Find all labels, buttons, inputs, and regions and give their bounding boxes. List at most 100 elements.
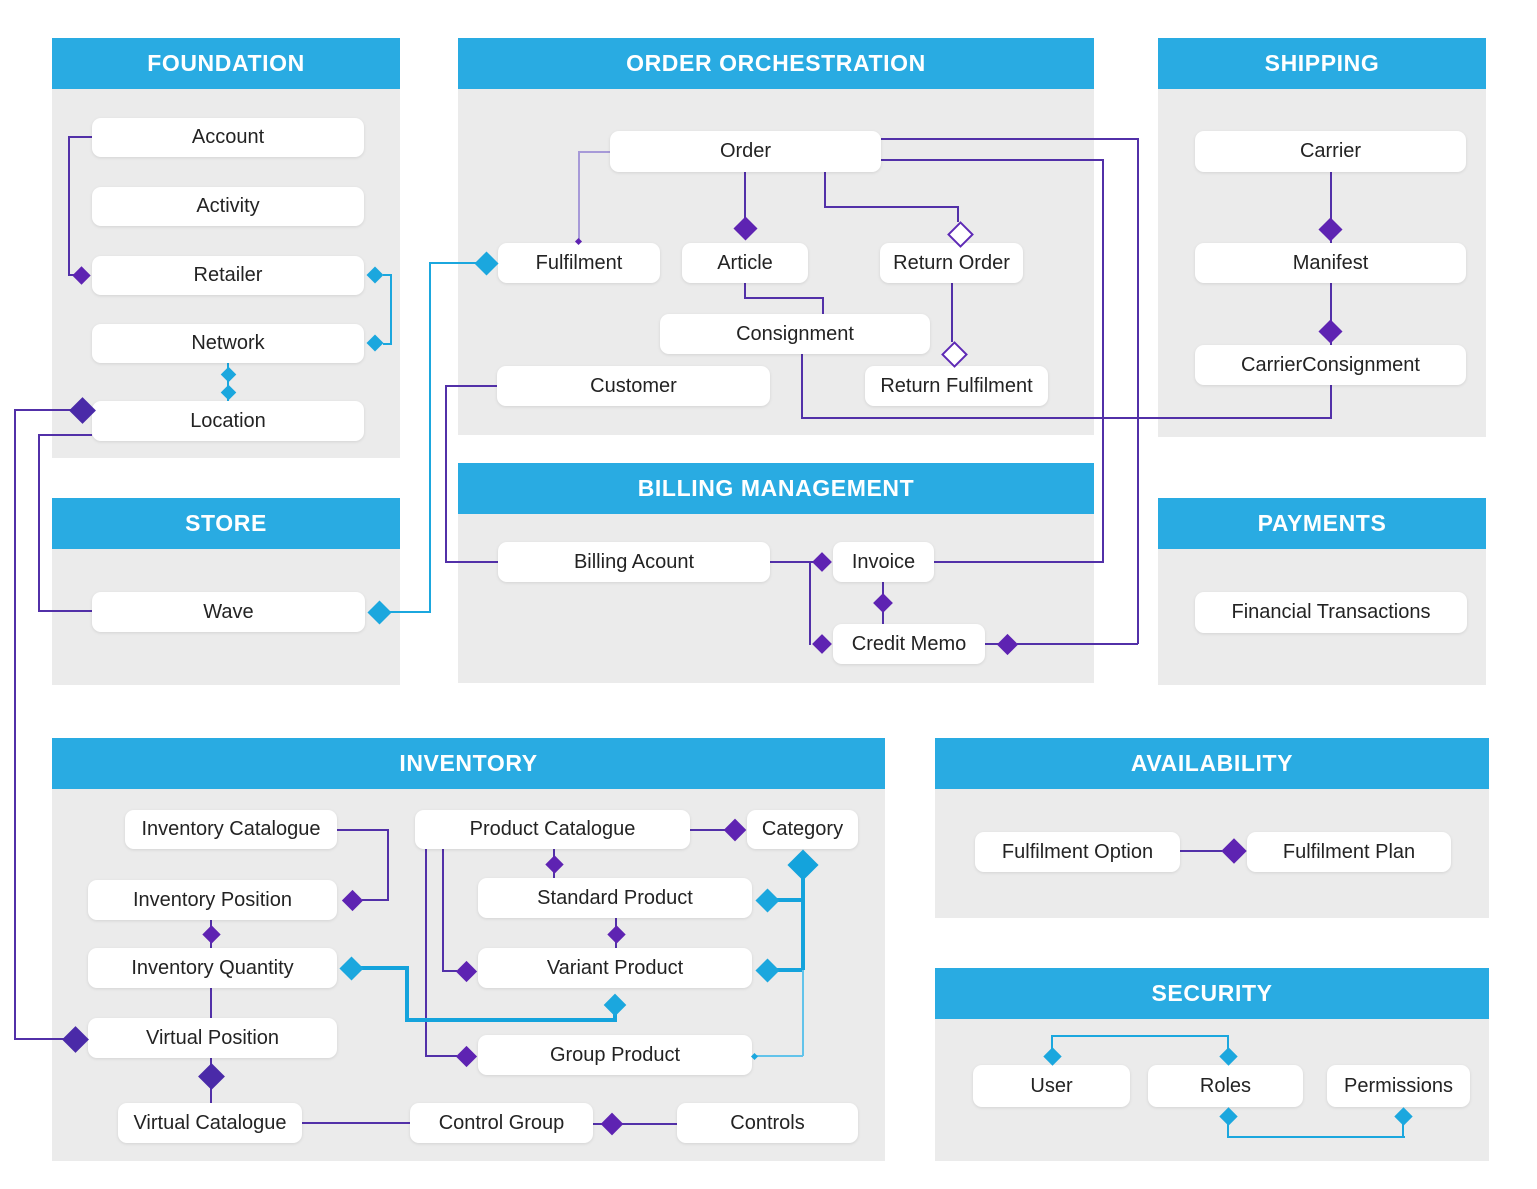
controlgroup-controls-line-h1 [593,1123,602,1125]
inventorycatalogue-position-line-h1 [337,829,389,831]
panel-availability: AVAILABILITY [935,738,1489,918]
inventoryquantity-variantproduct-line-v2 [613,1014,617,1022]
consignment-carrierconsignment-line-h [801,417,1332,419]
inventoryquantity-variantproduct-line-h1 [361,966,407,970]
order-invoice-line-v [1102,159,1104,562]
order-invoice-line-h2 [934,561,1104,563]
entity-virtual-catalogue: Virtual Catalogue [118,1103,302,1143]
location-left-line [15,409,72,411]
entity-account: Account [92,118,364,157]
panel-order-orchestration-header: ORDER ORCHESTRATION [458,38,1094,89]
entity-standard-product: Standard Product [478,878,752,918]
location-wave-line-h1 [38,434,92,436]
location-virtualposition-line-v [14,409,16,1040]
entity-network: Network [92,324,364,363]
panel-store-header: STORE [52,498,400,549]
entity-location: Location [92,401,364,441]
virtualposition-left-line [15,1038,65,1040]
retailer-network-line-v [390,274,392,345]
consignment-carrierconsignment-line-v2 [1330,385,1332,418]
billingacount-creditmemo-line [809,561,811,645]
entity-group-product: Group Product [478,1035,752,1075]
category-standardproduct-branch-line [777,898,803,902]
user-roles-line-h [1051,1035,1229,1037]
entity-return-fulfilment: Return Fulfilment [865,366,1048,406]
customer-billingacount-line-h2 [445,561,499,563]
entity-inventory-catalogue: Inventory Catalogue [125,810,337,849]
article-consignment-line-v1 [744,283,746,299]
roles-permissions-line-v1 [1227,1123,1229,1137]
productcatalogue-variantproduct-line-v [442,847,444,971]
order-fulfilment-line-h [578,151,610,153]
controlgroup-controls-line-h2 [622,1123,677,1125]
location-wave-line-v [38,434,40,612]
entity-control-group: Control Group [410,1103,593,1143]
wave-fulfilment-line-h2 [429,262,477,264]
order-creditmemo-line-v [1137,138,1139,644]
entity-controls: Controls [677,1103,858,1143]
user-roles-line-v2 [1227,1035,1229,1049]
wave-fulfilment-line-v [429,262,431,613]
virtualcatalogue-controlgroup-line [301,1122,410,1124]
wave-fulfilment-line-h1 [390,611,430,613]
creditmemo-right-stub [985,643,999,645]
panel-security-header: SECURITY [935,968,1489,1019]
panel-store: STORE [52,498,400,685]
category-groupproduct-line-v [802,970,804,1056]
billingacount-invoice-line [770,561,814,563]
customer-billingacount-line-h1 [445,385,498,387]
panel-payments-header: PAYMENTS [1158,498,1486,549]
returnorder-returnfulfilment-line [951,283,953,342]
retailer-network-line-h1 [383,274,392,276]
order-returnorder-line-v1 [824,171,826,208]
account-retailer-line-v [68,136,70,276]
entity-fulfilment-plan: Fulfilment Plan [1247,832,1451,872]
entity-fulfilment: Fulfilment [498,243,660,283]
productcatalogue-groupproduct-line-h [425,1055,457,1057]
entity-roles: Roles [1148,1065,1303,1107]
consignment-carrierconsignment-line-v1 [801,354,803,418]
entity-product-catalogue: Product Catalogue [415,810,690,849]
entity-permissions: Permissions [1327,1065,1470,1107]
category-variantproduct-branch-line [777,968,803,972]
panel-payments: PAYMENTS [1158,498,1486,685]
network-location-line [227,363,229,403]
entity-inventory-quantity: Inventory Quantity [88,948,337,988]
entity-manifest: Manifest [1195,243,1466,283]
customer-billingacount-line-v [445,385,447,563]
inventorycatalogue-position-line-v [387,829,389,900]
panel-availability-header: AVAILABILITY [935,738,1489,789]
location-wave-line-h2 [38,610,92,612]
entity-virtual-position: Virtual Position [88,1018,337,1058]
entity-customer: Customer [497,366,770,406]
panel-foundation-header: FOUNDATION [52,38,400,89]
manifest-carrierconsignment-line [1330,283,1332,345]
carrier-manifest-line [1330,171,1332,243]
panel-security: SECURITY [935,968,1489,1161]
entity-billing-acount: Billing Acount [498,542,770,582]
category-products-trunk-line [801,876,805,970]
productcatalogue-category-line [690,829,725,831]
entity-invoice: Invoice [833,542,934,582]
retailer-network-line-h2 [383,343,392,345]
fulfilmentoption-fulfilmentplan-line [1180,850,1222,852]
roles-permissions-line-h [1227,1136,1405,1138]
entity-carrier-consignment: CarrierConsignment [1195,345,1466,385]
user-roles-line-v1 [1051,1035,1053,1049]
order-fulfilment-line-v [578,151,580,239]
productcatalogue-groupproduct-line-v [425,847,427,1056]
entity-consignment: Consignment [660,314,930,354]
entity-inventory-position: Inventory Position [88,880,337,920]
entity-retailer: Retailer [92,256,364,295]
productcatalogue-variantproduct-line-h [442,970,457,972]
panel-billing-management-header: BILLING MANAGEMENT [458,463,1094,514]
article-consignment-line-h [744,297,824,299]
entity-order: Order [610,131,881,172]
roles-permissions-line-v2 [1402,1123,1404,1137]
order-returnorder-line-v2 [957,206,959,222]
entity-activity: Activity [92,187,364,226]
category-groupproduct-line-h [756,1055,803,1057]
entity-fulfilment-option: Fulfilment Option [975,832,1180,872]
entity-variant-product: Variant Product [478,948,752,988]
entity-credit-memo: Credit Memo [833,624,985,664]
